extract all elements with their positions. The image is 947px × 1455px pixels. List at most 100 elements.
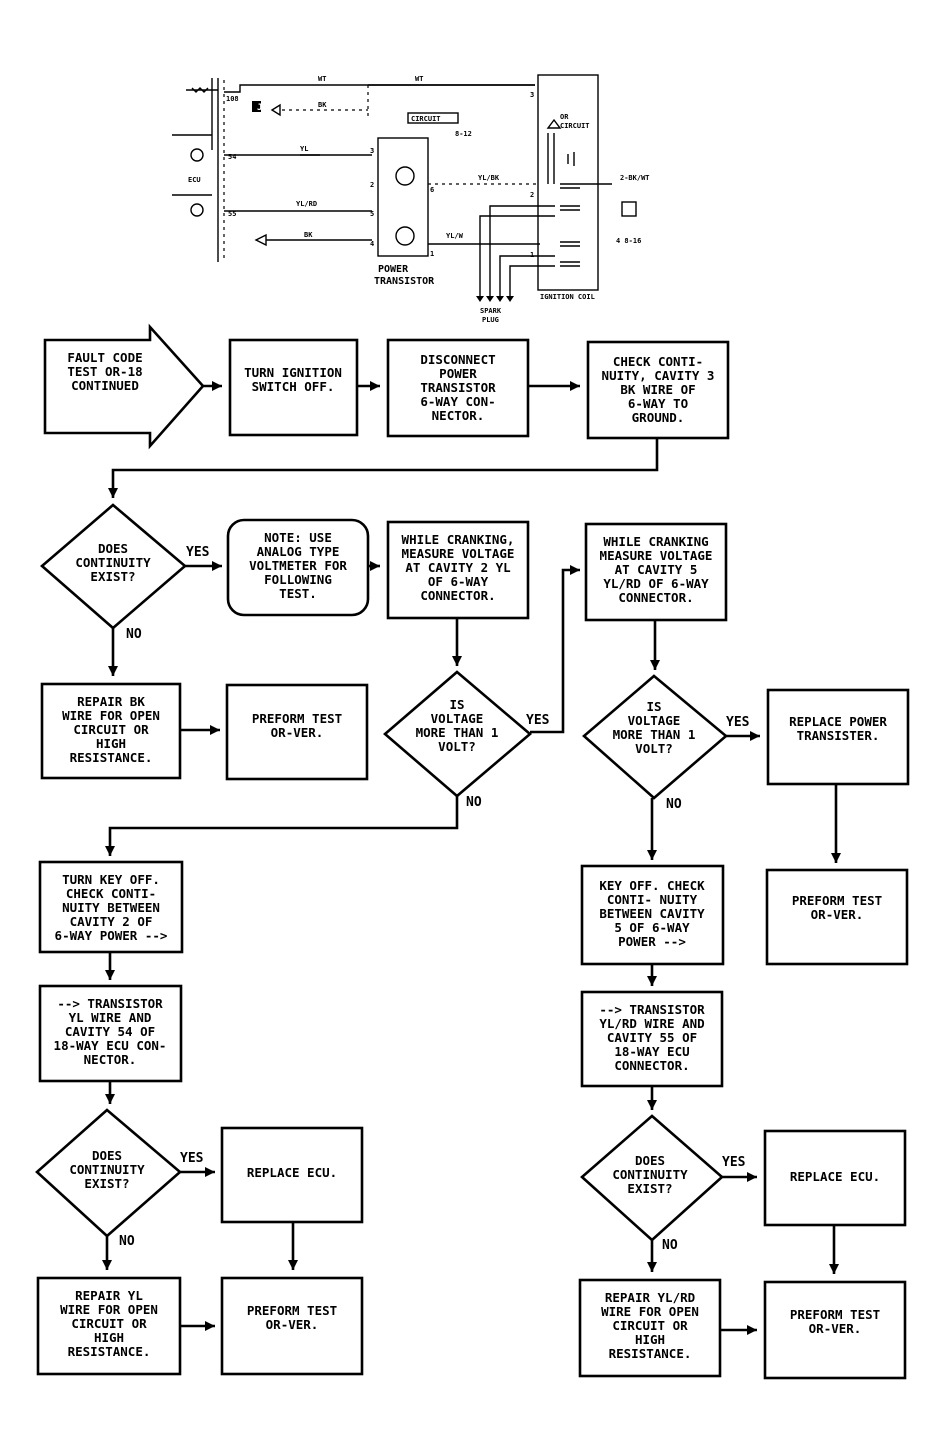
step-measure-cavity-5 (584, 522, 728, 622)
decision-continuity-1 (40, 503, 188, 630)
rep1-line-4: HIGH (96, 736, 126, 751)
dr-line-1: DOES (635, 1153, 665, 1168)
coil-terminal-1: 1 (530, 251, 534, 259)
s3-line-4: 6-WAY TO (628, 396, 688, 411)
wire-label-yl-rd: YL/RD (296, 200, 317, 208)
m2-line-2: MEASURE VOLTAGE (600, 548, 713, 563)
step-replace-ecu-right (763, 1129, 907, 1227)
ref-ground-symbol (621, 201, 637, 217)
note-line-4: FOLLOWING (264, 572, 332, 587)
r2-line-3: CAVITY 55 OF (607, 1030, 697, 1045)
or-circuit-label-2: CIRCUIT (560, 122, 590, 130)
step-disconnect (386, 338, 530, 438)
step-measure-cavity-2 (386, 520, 530, 620)
step-replace-ecu-left (220, 1126, 364, 1224)
junction-j-label: J (257, 103, 262, 113)
s2-line-2: POWER (439, 366, 477, 381)
d1-yes: YES (186, 545, 210, 560)
dv2-no: NO (666, 797, 682, 812)
start-block (43, 323, 205, 450)
dr-yes: YES (722, 1155, 746, 1170)
step-yl-wire-cavity-54 (38, 984, 183, 1083)
dv1-yes: YES (526, 713, 550, 728)
wire-label-wt-1: WT (318, 75, 326, 83)
wire-label-yl: YL (300, 145, 308, 153)
repl-line-2: WIRE FOR OPEN (60, 1302, 158, 1317)
note-line-5: TEST. (279, 586, 317, 601)
decision-continuity-right (580, 1114, 724, 1242)
note-line-3: VOLTMETER FOR (249, 558, 347, 573)
dr-no: NO (662, 1238, 678, 1253)
pin-label-55: 55 (228, 210, 236, 218)
wire-label-yl-bk: YL/BK (478, 174, 500, 182)
l1-line-1: TURN KEY OFF. (62, 872, 160, 887)
wire-label-bk-wt: 2-BK/WT (620, 174, 650, 182)
d1-line-2: CONTINUITY (75, 555, 151, 570)
start-line-2: TEST OR-18 (67, 364, 142, 379)
dl-line-3: EXIST? (84, 1176, 129, 1191)
perfl-line-1: PREFORM TEST (247, 1303, 337, 1318)
pt-cavity-1: 1 (430, 250, 434, 258)
wire-label-yl-w: YL/W (446, 232, 464, 240)
spark-plug-label-2: PLUG (482, 316, 499, 324)
spark-plug-label-1: SPARK (480, 307, 502, 315)
repr-line-2: WIRE FOR OPEN (601, 1304, 699, 1319)
l2-line-5: NECTOR. (84, 1052, 137, 1067)
r1-line-1: KEY OFF. CHECK (599, 878, 705, 893)
repr-line-4: HIGH (635, 1332, 665, 1347)
l2-line-3: CAVITY 54 OF (65, 1024, 155, 1039)
step-replace-power-transistor (766, 688, 910, 786)
s2-line-3: TRANSISTOR (420, 380, 496, 395)
rep1-line-3: CIRCUIT OR (73, 722, 149, 737)
d1-no: NO (126, 627, 142, 642)
r1-line-3: BETWEEN CAVITY (599, 906, 705, 921)
r2-line-2: YL/RD WIRE AND (599, 1016, 704, 1031)
step-repair-yl (36, 1276, 182, 1376)
step-repair-yl-rd (578, 1278, 722, 1378)
ground-arrow-bottom (254, 233, 267, 247)
l2-line-2: YL WIRE AND (69, 1010, 152, 1025)
fuse-box (407, 112, 459, 124)
power-transistor-label-2: TRANSISTOR (374, 276, 435, 287)
repr-line-5: RESISTANCE. (609, 1346, 692, 1361)
start-text: FAULT CODE TEST OR-18 CONTINUED (67, 350, 142, 393)
perfr-line-1: PREFORM TEST (790, 1307, 880, 1322)
ref-4-8-16: 4 8-16 (616, 237, 641, 245)
ignition-coil-box (537, 74, 599, 291)
pt-cavity-4: 4 (370, 240, 374, 248)
ref-8-12: 8-12 (455, 130, 472, 138)
d1-line-1: DOES (98, 541, 128, 556)
ground-arrow-top (270, 103, 281, 117)
pt-cavity-5: 5 (370, 210, 374, 218)
m2-line-3: AT CAVITY 5 (615, 562, 698, 577)
pt-cavity-3: 3 (370, 147, 374, 155)
rep1-line-2: WIRE FOR OPEN (62, 708, 160, 723)
or-circuit-label-1: OR (560, 113, 569, 121)
flow-arrowheads (102, 381, 841, 1335)
pin-label-108: 108 (226, 95, 239, 103)
s1-line-2: SWITCH OFF. (252, 379, 335, 394)
m1-line-4: OF 6-WAY (428, 574, 489, 589)
step-check-yl-rd-continuity (580, 864, 725, 966)
r1-line-2: CONTI- NUITY (607, 892, 698, 907)
l2-line-1: --> TRANSISTOR (57, 996, 163, 1011)
r1-line-4: 5 OF 6-WAY (614, 920, 690, 935)
r2-line-1: --> TRANSISTOR (599, 1002, 705, 1017)
s3-line-5: GROUND. (632, 410, 685, 425)
wire-label-bk-bottom: BK (304, 231, 313, 239)
step-check-cavity-3 (586, 340, 730, 440)
wire-label-wt-2: WT (415, 75, 423, 83)
m1-line-3: AT CAVITY 2 YL (405, 560, 511, 575)
start-line-1: FAULT CODE (67, 350, 142, 365)
dv2-line-1: IS (646, 699, 661, 714)
dv1-line-4: VOLT? (438, 739, 476, 754)
dl-line-1: DOES (92, 1148, 122, 1163)
dv1-line-1: IS (449, 697, 464, 712)
dr-line-2: CONTINUITY (612, 1167, 688, 1182)
l2-line-4: 18-WAY ECU CON- (54, 1038, 167, 1053)
dv2-line-3: MORE THAN 1 (613, 727, 696, 742)
power-transistor-1 (395, 166, 415, 186)
pt-cavity-2: 2 (370, 181, 374, 189)
s2-line-4: 6-WAY CON- (420, 394, 495, 409)
perf1-line-2: OR-VER. (271, 725, 324, 740)
